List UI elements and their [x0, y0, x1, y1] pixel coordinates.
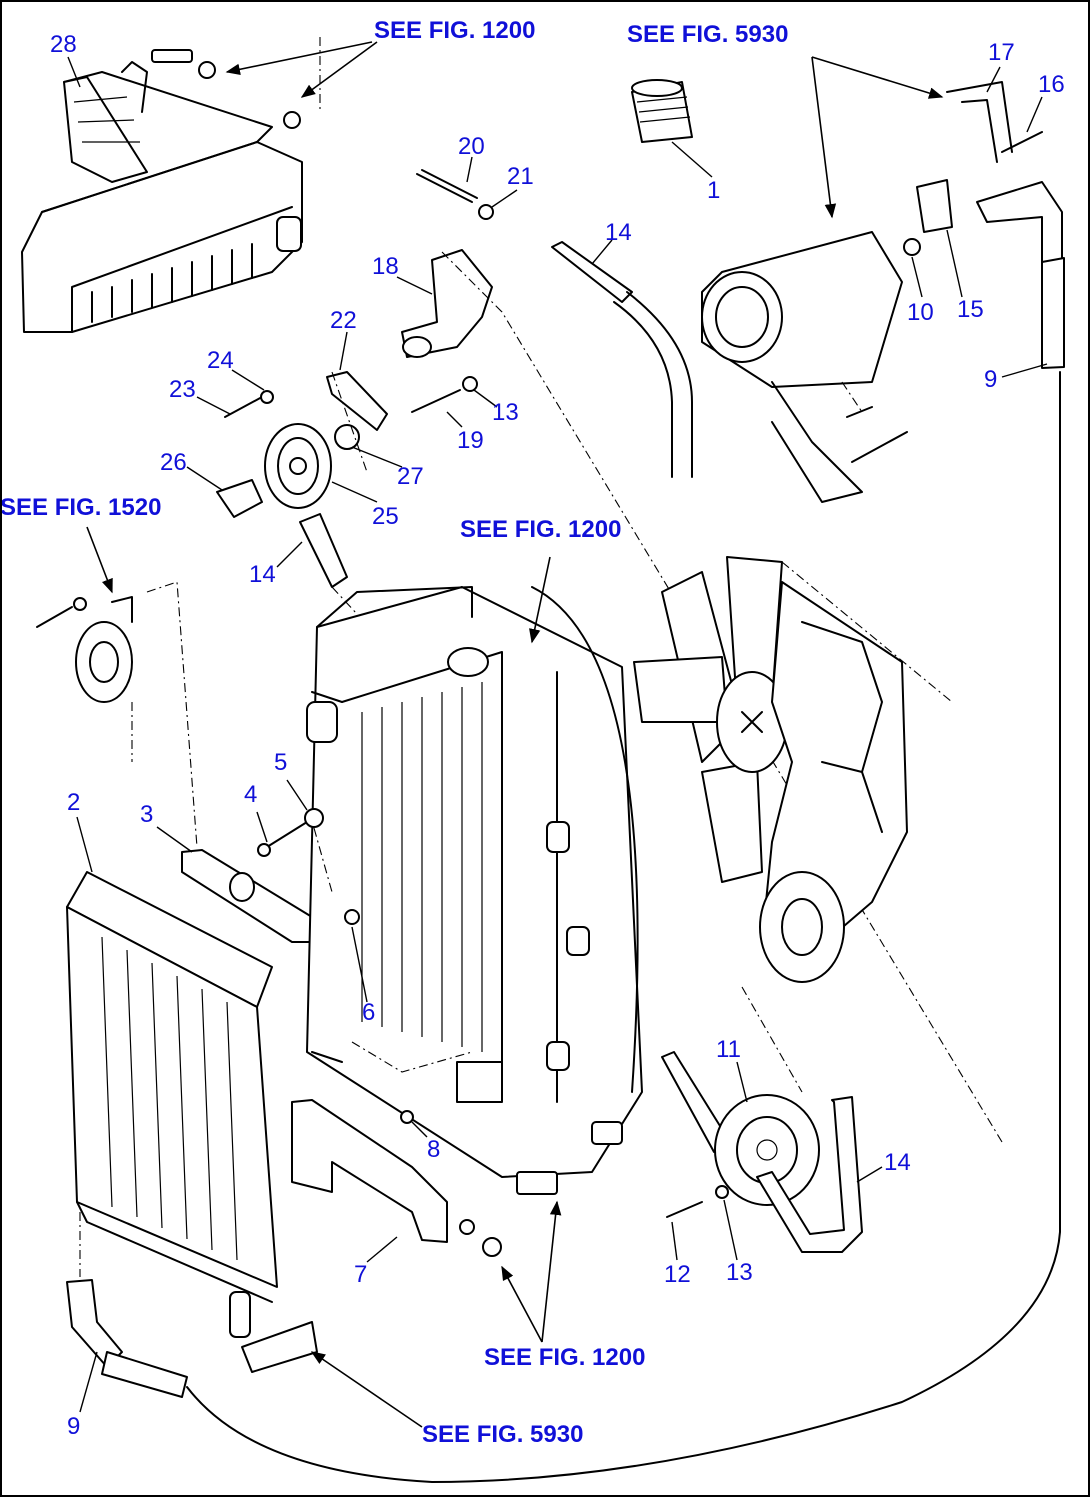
callout-6: 6: [362, 999, 375, 1026]
callout-5: 5: [274, 749, 287, 776]
idler-assembly-1520: [36, 581, 198, 848]
callout-13-top: 13: [492, 399, 519, 426]
callout-14-left: 14: [249, 561, 276, 588]
crank-pulley-and-belt: [661, 1051, 863, 1253]
leader-lines: [67, 56, 1048, 1413]
ref-fig1200-mid: SEE FIG. 1200: [460, 516, 621, 543]
callout-14-top: 14: [605, 219, 632, 246]
callout-15: 15: [957, 296, 984, 323]
callout-7: 7: [354, 1261, 367, 1288]
callout-25: 25: [372, 503, 399, 530]
ref-fig1200-bottom: SEE FIG. 1200: [484, 1344, 645, 1371]
callout-9-top: 9: [984, 366, 997, 393]
callout-3: 3: [140, 801, 153, 828]
callout-13-bottom: 13: [726, 1259, 753, 1286]
main-radiator: [306, 586, 643, 1195]
callout-24: 24: [207, 347, 234, 374]
callout-16: 16: [1038, 71, 1065, 98]
callout-21: 21: [507, 163, 534, 190]
callout-1: 1: [707, 177, 720, 204]
reference-arrows: [86, 41, 944, 1428]
callout-27: 27: [397, 463, 424, 490]
callout-26: 26: [160, 449, 187, 476]
callout-2: 2: [67, 789, 80, 816]
callout-20: 20: [458, 133, 485, 160]
idler-pulley-assembly: [216, 169, 1003, 1143]
callout-10: 10: [907, 299, 934, 326]
lower-hose-9: [66, 1212, 188, 1398]
callout-18: 18: [372, 253, 399, 280]
receiver-drier: [631, 79, 693, 143]
callout-12: 12: [664, 1261, 691, 1288]
ac-compressor-assembly: [186, 81, 1065, 1483]
callout-22: 22: [330, 307, 357, 334]
upper-hose-14: [551, 241, 693, 478]
callout-4: 4: [244, 781, 257, 808]
callout-23: 23: [169, 376, 196, 403]
ref-fig5930-bottom: SEE FIG. 5930: [422, 1421, 583, 1448]
reference-labels: SEE FIG. 1200 SEE FIG. 5930 SEE FIG. 152…: [2, 17, 788, 1448]
callout-17: 17: [988, 39, 1015, 66]
callout-8: 8: [427, 1136, 440, 1163]
upper-radiator-assembly: [21, 37, 321, 333]
callout-11: 11: [716, 1036, 741, 1063]
ref-fig1520: SEE FIG. 1520: [2, 494, 161, 521]
bracket-7: [291, 1099, 502, 1257]
callout-numbers: 28 1 2 3 4 5 6 7 8 9 9 10 11 12 13 13 14…: [50, 31, 1065, 1440]
callout-19: 19: [457, 427, 484, 454]
fan-and-engine: [633, 556, 953, 1093]
callout-28: 28: [50, 31, 77, 58]
condenser: [66, 871, 318, 1373]
callout-9-bottom: 9: [67, 1413, 80, 1440]
ref-fig5930-top: SEE FIG. 5930: [627, 21, 788, 48]
callout-14-bottom: 14: [884, 1149, 911, 1176]
fasteners-4-5-6: [257, 808, 360, 925]
bracket-3: [181, 849, 313, 943]
ref-fig1200-top: SEE FIG. 1200: [374, 17, 535, 44]
